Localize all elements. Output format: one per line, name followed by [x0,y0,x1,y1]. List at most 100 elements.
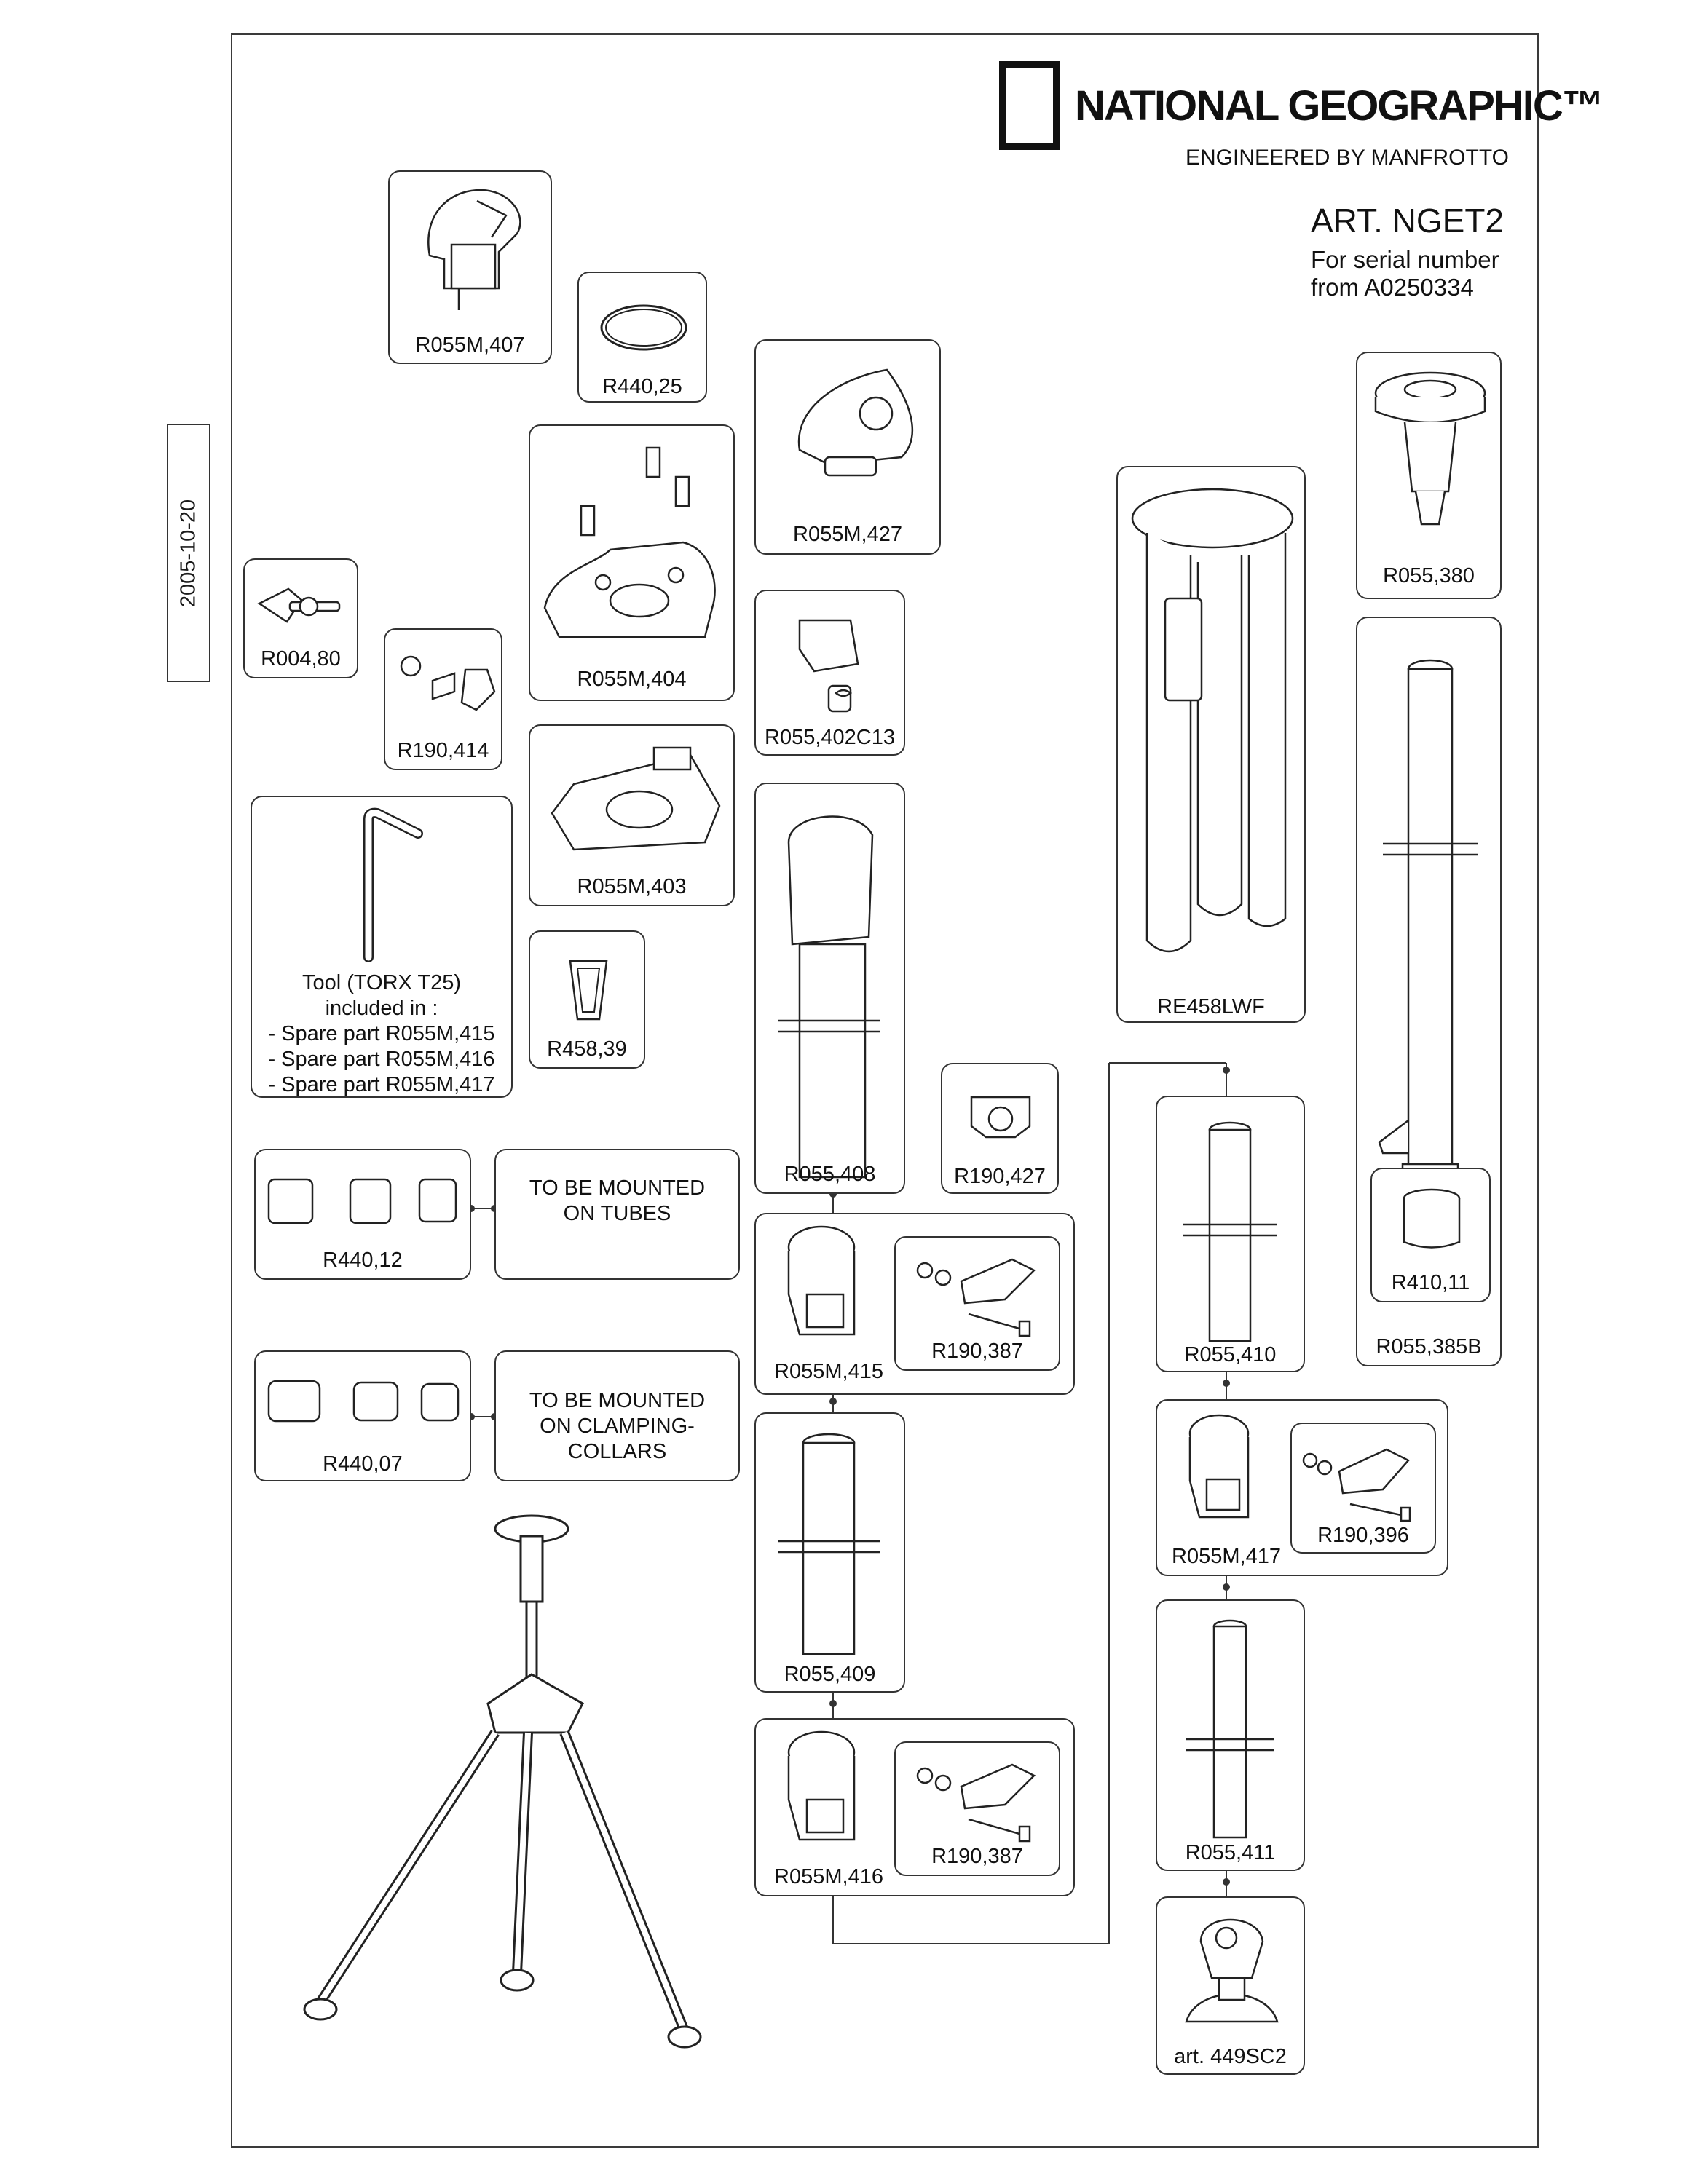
part-label: R055,408 [784,1163,876,1186]
part-r440-12: R440,12 [254,1149,471,1280]
top-casting-icon [427,189,521,310]
part-r440-25: R440,25 [577,272,707,403]
part-label: R190,427 [954,1165,1046,1188]
o-ring-icon [600,304,687,351]
bottom-leg-tube-icon [1186,1619,1274,1839]
part-label: R055,410 [1184,1343,1277,1366]
tool-line-5: - Spare part R055M,417 [268,1073,495,1096]
part-r190-427: R190,427 [941,1063,1059,1194]
middle-leg-tube-icon [778,1433,880,1655]
part-r055-411: R055,411 [1156,1599,1305,1871]
serial-note: For serial number from A0250334 [1311,246,1499,301]
part-label: R004,80 [261,647,341,670]
lower-leg-tube-icon [1183,1121,1277,1342]
center-column-top-icon [1374,371,1486,526]
leg-hub-base-icon [551,746,721,851]
bushing-icon [1403,1188,1461,1249]
national-geographic-logo-frame [999,61,1060,150]
tool-note: Tool (TORX T25) included in : - Spare pa… [252,970,511,1098]
part-label: R190,387 [931,1340,1023,1363]
part-label: R055M,415 [774,1360,883,1383]
part-label: R190,396 [1317,1524,1409,1547]
collars-line-1: TO BE MOUNTED [529,1389,706,1412]
article-number: ART. NGET2 [1311,202,1504,240]
revision-date-box: 2005-10-20 [167,424,210,682]
part-label: RE458LWF [1157,995,1265,1018]
clamp-bracket-icon [970,1096,1031,1139]
part-label: R055M,404 [577,668,687,691]
part-r055m404: R055M,404 [529,424,735,701]
upper-leg-tube-icon [778,815,880,1179]
knob-screw-icon [257,587,341,623]
part-r410-11: R410,11 [1370,1168,1491,1302]
part-r190-387-b: R190,387 [894,1741,1060,1876]
assembled-tripod-icon [303,1514,702,2049]
part-r055-402c13: R055,402C13 [754,590,905,756]
tool-line-4: - Spare part R055M,416 [268,1048,495,1071]
tubes-line-1: TO BE MOUNTED [529,1176,706,1200]
clamping-collar-icon [1188,1414,1250,1519]
collars-note: TO BE MOUNTED ON CLAMPING-COLLARS [496,1388,738,1465]
part-label: art. 449SC2 [1174,2045,1287,2068]
part-label: R440,25 [602,375,682,398]
tubes-line-2: ON TUBES [563,1202,671,1225]
part-label: R055,409 [784,1663,876,1686]
part-r055-408: R055,408 [754,783,905,1194]
part-re458lwf: RE458LWF [1116,466,1306,1023]
part-r004-80: R004,80 [243,558,358,678]
note-tubes: TO BE MOUNTED ON TUBES [494,1149,740,1280]
serial-line-2: from A0250334 [1311,274,1474,301]
part-label: R055M,407 [415,333,525,357]
lever-kit-icon [916,1763,1036,1843]
part-r190-387-a: R190,387 [894,1236,1060,1371]
leg-hub-screws-icon [543,446,716,638]
part-label: R055,411 [1185,1841,1276,1864]
tool-line-3: - Spare part R055M,415 [268,1022,495,1045]
tool-line-2: included in : [325,997,438,1020]
part-label: R055M,416 [774,1865,883,1888]
brand-subtitle: ENGINEERED BY MANFROTTO [1186,146,1509,170]
part-r190-414: R190,414 [384,628,502,770]
part-r055-385b: R410,11 R055,385B [1356,617,1502,1366]
part-tool-torx: Tool (TORX T25) included in : - Spare pa… [251,796,513,1098]
part-r458-39: R458,39 [529,930,645,1069]
clamping-collar-icon [787,1730,856,1841]
part-label: R055M,417 [1172,1545,1281,1568]
part-label: R458,39 [547,1037,627,1061]
part-r055m415-group: R055M,415 R190,387 [754,1213,1075,1395]
part-label: R190,387 [931,1845,1023,1868]
part-r055m416-group: R055M,416 R190,387 [754,1718,1075,1896]
part-art-449sc2: art. 449SC2 [1156,1896,1305,2075]
leg-warmer-foam-icon [1131,488,1294,953]
part-r055-410: R055,410 [1156,1096,1305,1372]
tube-bushings-icon [267,1178,457,1224]
part-label: R440,12 [323,1249,403,1272]
collars-line-2: ON CLAMPING-COLLARS [540,1415,695,1463]
part-label: R440,07 [323,1452,403,1476]
part-r055-380: R055,380 [1356,352,1502,599]
part-label: R055,402C13 [765,726,895,749]
note-collars: TO BE MOUNTED ON CLAMPING-COLLARS [494,1350,740,1481]
clip-icon [569,960,608,1021]
lever-kit-icon [916,1258,1036,1337]
part-label: R410,11 [1391,1271,1470,1294]
part-label: R055,380 [1383,564,1475,587]
lever-spring-icon [798,619,859,713]
hub-casting-icon [797,368,913,477]
nut-spring-lever-icon [400,655,496,711]
part-r055m407: R055M,407 [388,170,552,364]
lever-kit-icon [1302,1448,1411,1522]
part-r190-396: R190,396 [1290,1423,1436,1554]
collar-bushings-icon [267,1380,460,1423]
spiked-foot-icon [1185,1918,1279,2023]
part-label: R055,385B [1376,1335,1482,1358]
part-label: R055M,403 [577,875,687,898]
tool-line-1: Tool (TORX T25) [301,971,462,994]
part-r055m427: R055M,427 [754,339,941,555]
part-label: R055M,427 [793,523,902,546]
part-r055m403: R055M,403 [529,724,735,906]
brand-logo-text: NATIONAL GEOGRAPHIC™ [1075,82,1604,130]
clamping-collar-icon [787,1225,856,1336]
tubes-note: TO BE MOUNTED ON TUBES [496,1176,738,1227]
serial-line-1: For serial number [1311,246,1499,273]
